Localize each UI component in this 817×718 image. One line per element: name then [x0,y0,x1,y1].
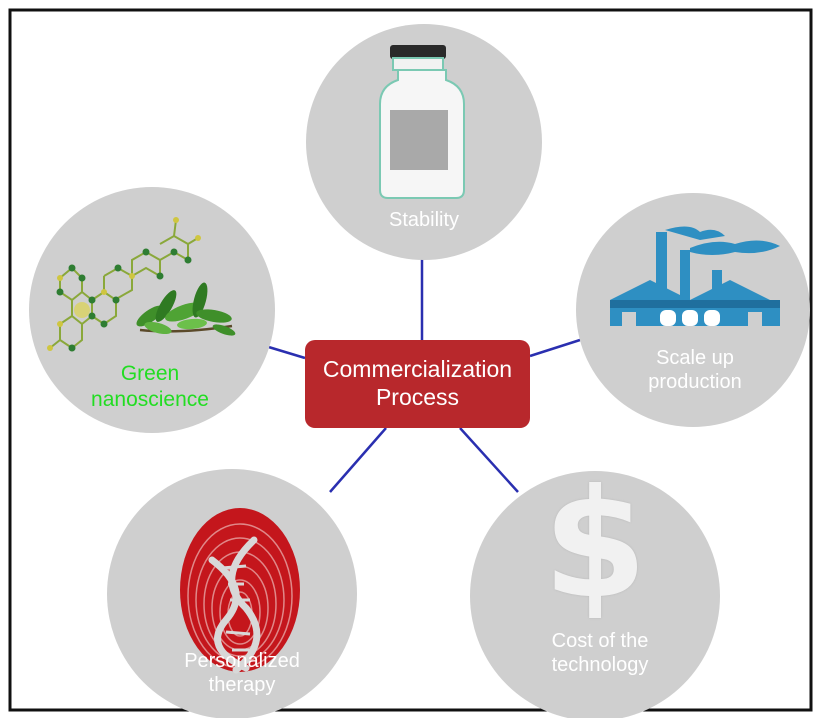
personalized-therapy-label: Personalized therapy [152,649,332,698]
scale-label-line2: production [648,371,742,394]
vial-icon [379,45,465,199]
factory-icon [610,226,780,326]
dollar-icon: $ [542,458,648,632]
scale-up-label: Scale up production [615,346,775,395]
personalized-label-line2: therapy [208,674,276,697]
center-box [305,340,530,428]
scale-label-line1: Scale up [656,347,734,369]
cost-label: Cost of the technology [500,629,700,678]
green-label-line2: nanoscience [91,387,209,411]
stability-label: Stability [324,208,524,232]
personalized-label-line1: Personalized [184,650,300,672]
center-label-line2: Process [375,384,460,410]
cost-label-line1: Cost of the [551,630,649,652]
stability-label-line1: Stability [388,209,460,231]
molecule-atoms [47,217,201,352]
connector-personalized [329,427,387,493]
cost-label-line2: technology [551,654,649,677]
green-label-line1: Green [120,362,180,385]
node-circle-cost [470,471,720,718]
center-label: Commercialization Process [305,340,530,428]
connector-cost [459,427,519,493]
fingerprint-dna-icon [180,508,300,674]
leaves-icon [136,282,236,336]
center-label-line1: Commercialization [322,356,513,383]
connector-scale [529,338,581,358]
green-nanoscience-label: Green nanoscience [60,361,240,412]
